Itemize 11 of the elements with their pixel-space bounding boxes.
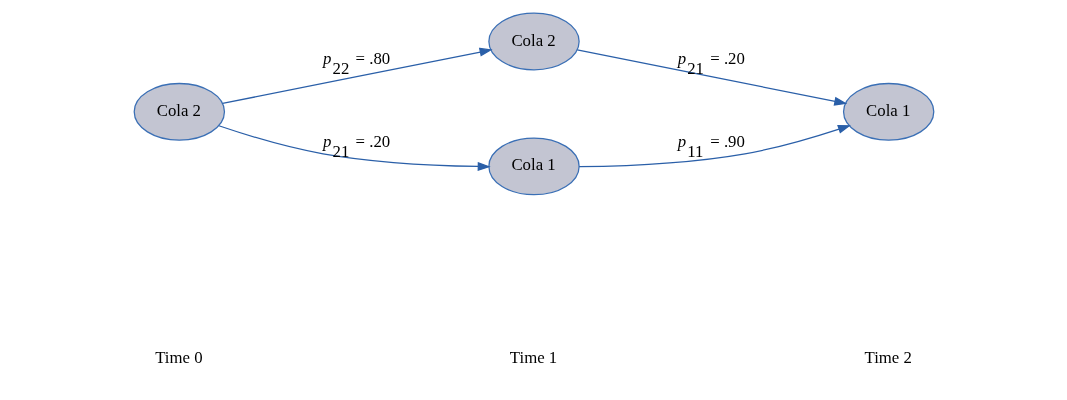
- node-ellipse: Cola 1: [487, 136, 580, 195]
- label: Time 1: [509, 347, 557, 367]
- node-ellipse: Cola 1: [842, 82, 934, 141]
- arrow: [217, 124, 491, 171]
- node-ellipse: Cola 2: [133, 82, 225, 141]
- arrow: [221, 47, 493, 104]
- arrow: [578, 124, 851, 167]
- node-ellipse: Cola 2: [487, 12, 580, 70]
- label: Time 0: [154, 347, 203, 367]
- arrow: [576, 48, 847, 106]
- label: Time 2: [864, 347, 912, 367]
